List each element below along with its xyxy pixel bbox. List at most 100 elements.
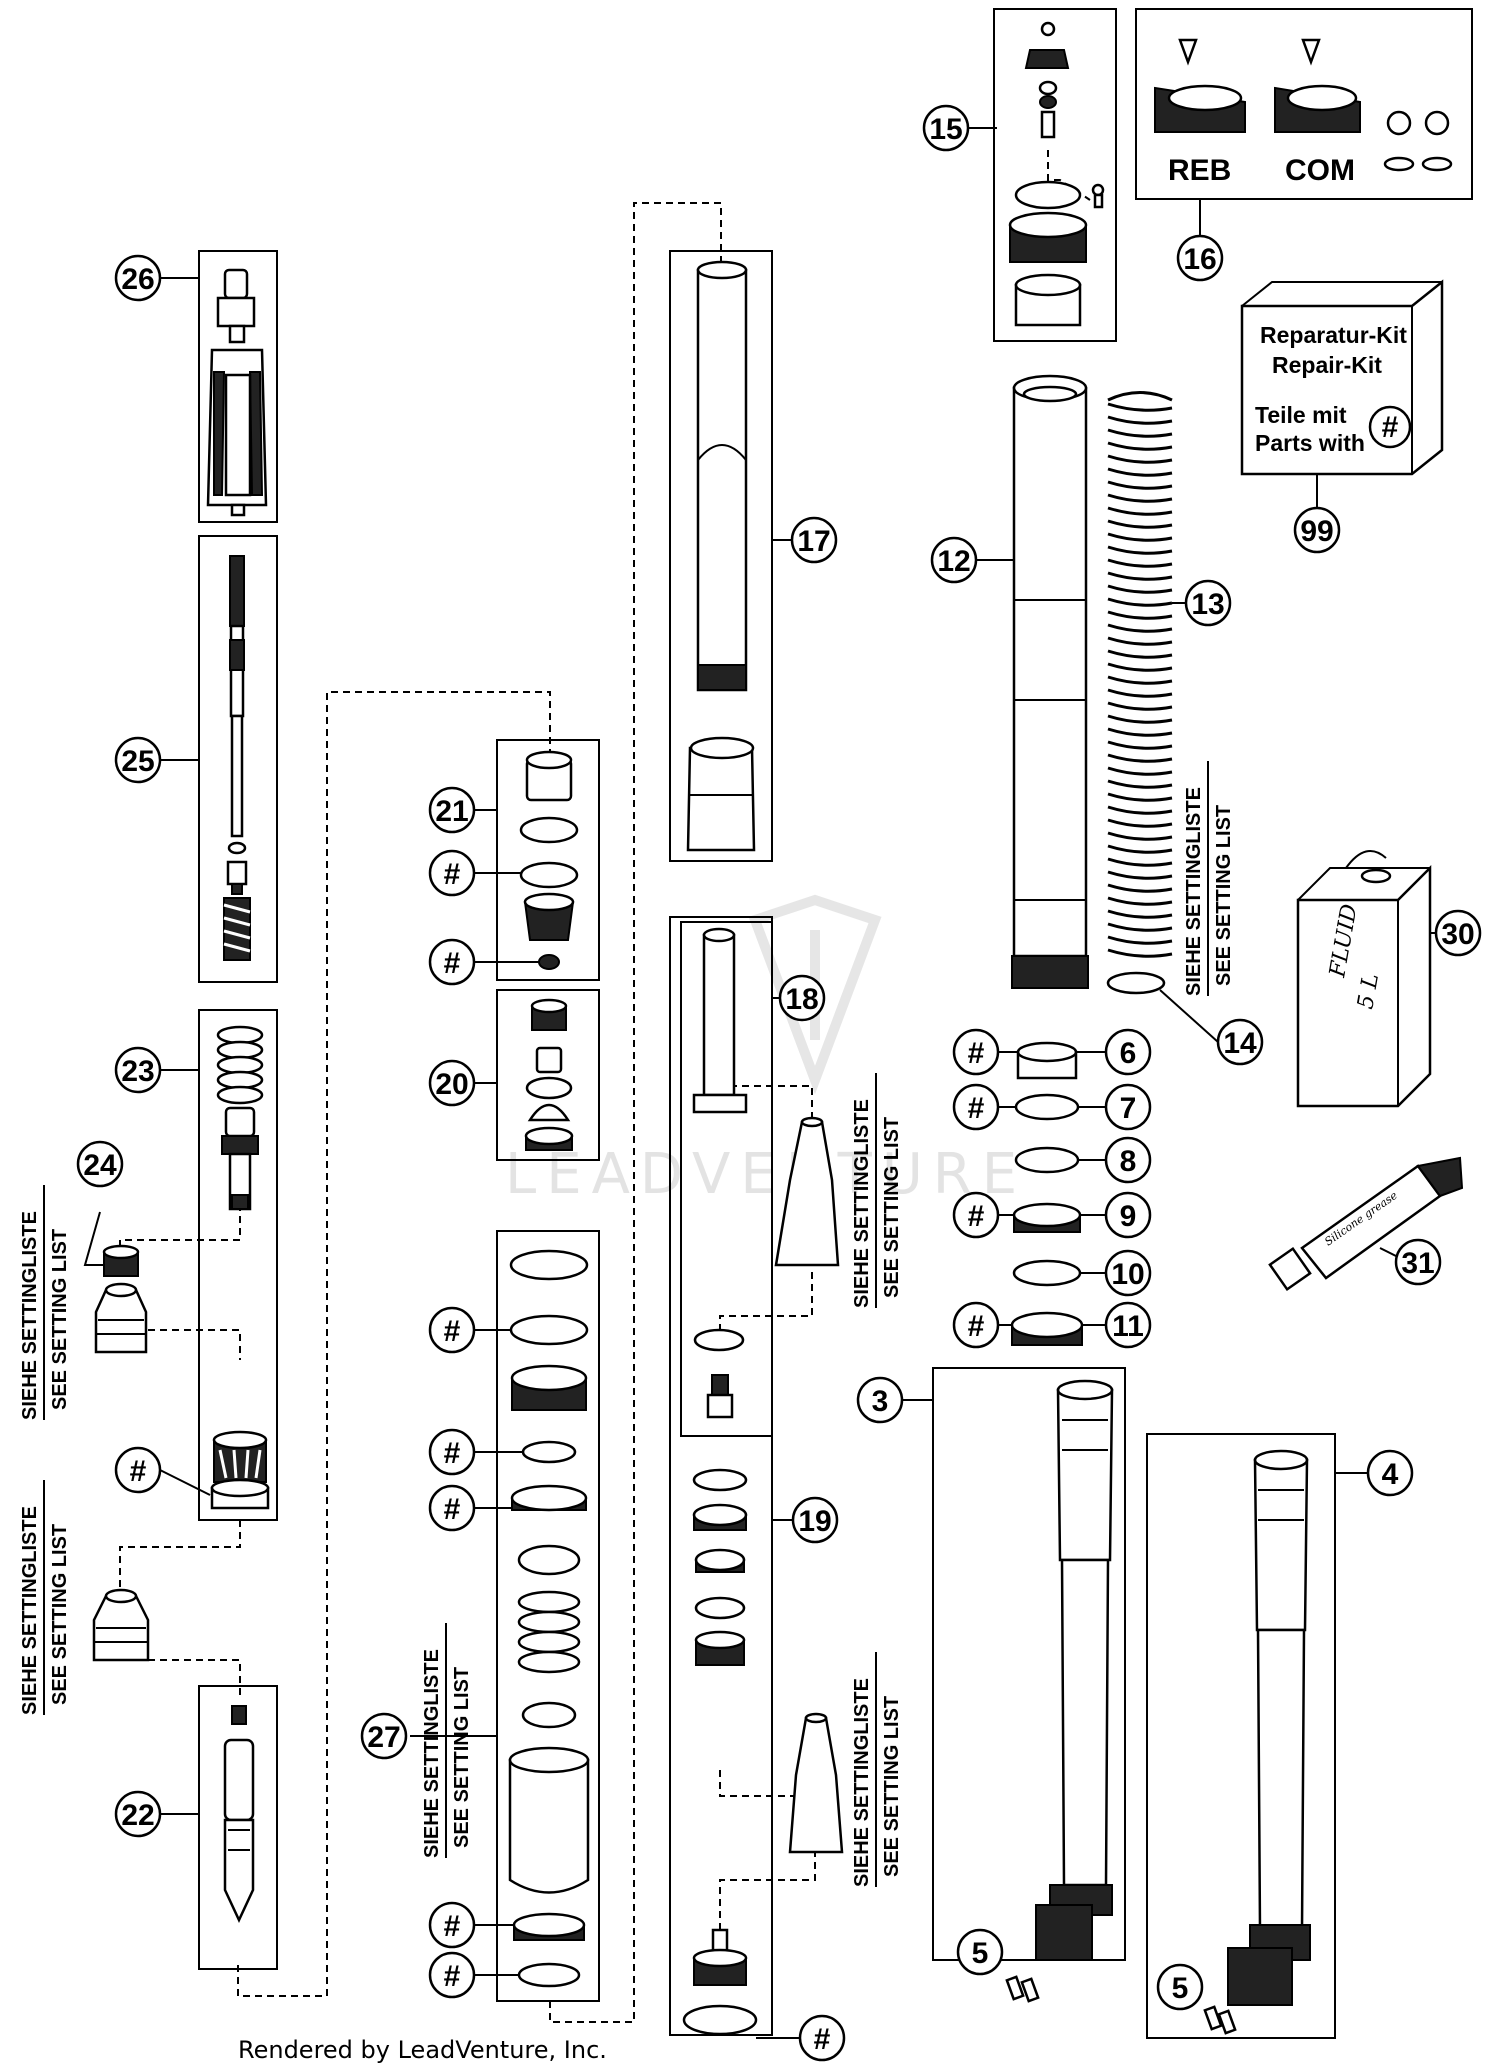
fluid-can-line2: 5 L	[1353, 972, 1384, 1011]
frame-21	[496, 739, 600, 981]
setting-en-5: SEE SETTING LIST	[881, 1696, 903, 1877]
svg-text:#: #	[444, 858, 461, 891]
svg-text:#: #	[444, 1960, 461, 1993]
part-13-spring	[1107, 391, 1173, 966]
callout-27: 27	[360, 1712, 408, 1760]
part-22-cartridge-pin	[223, 1705, 255, 1923]
callout-hash-9: #	[798, 2014, 846, 2062]
part-21-base-valve	[519, 750, 579, 970]
frame-18	[680, 921, 773, 1437]
spring-coil	[1107, 701, 1173, 711]
svg-text:17: 17	[797, 525, 830, 558]
svg-text:#: #	[444, 1493, 461, 1526]
setting-en-1: SEE SETTING LIST	[49, 1229, 71, 1410]
frame-16	[1135, 8, 1473, 200]
callout-hash-4: #	[428, 1306, 476, 1354]
setting-de-5: SIEHE SETTINGLISTE	[851, 1678, 873, 1887]
spring-coil	[1107, 753, 1173, 763]
spring-coil	[1107, 870, 1173, 880]
svg-text:25: 25	[121, 745, 154, 778]
spring-coil	[1107, 493, 1173, 503]
spring-coil	[1107, 714, 1173, 724]
callout-20: 20	[428, 1059, 476, 1107]
callout-hash-8: #	[428, 1951, 476, 1999]
svg-text:11: 11	[1112, 1310, 1144, 1343]
setting-de-3: SIEHE SETTINGLISTE	[421, 1649, 443, 1858]
repair-kit-symbol: #	[1382, 411, 1399, 444]
callout-99: 99	[1293, 506, 1341, 554]
spring-coil	[1107, 922, 1173, 932]
part-15-fork-cap	[1008, 21, 1105, 327]
repair-kit-line3: Teile mit	[1255, 402, 1347, 428]
callout-hash-2: #	[428, 849, 476, 897]
part-4-right-fork-leg	[1203, 1449, 1311, 2035]
spring-coil	[1107, 740, 1173, 750]
svg-text:15: 15	[929, 113, 962, 146]
spring-coils	[1107, 402, 1173, 958]
svg-text:31: 31	[1401, 1247, 1434, 1280]
frame-27	[496, 1230, 600, 2002]
callout-24: 24	[76, 1140, 124, 1188]
svg-text:10: 10	[1111, 1258, 1144, 1291]
svg-text:3: 3	[872, 1385, 889, 1418]
spring-coil	[1107, 597, 1173, 607]
frame-23-24	[198, 1009, 278, 1521]
svg-text:#: #	[130, 1455, 147, 1488]
callout-4: 4	[1366, 1449, 1414, 1497]
callout-11: 11	[1104, 1301, 1152, 1349]
spring-coil	[1107, 857, 1173, 867]
svg-text:4: 4	[1382, 1458, 1399, 1491]
callout-7: 7	[1104, 1083, 1152, 1131]
spring-coil	[1107, 948, 1173, 958]
setting-en-3: SEE SETTING LIST	[451, 1667, 473, 1848]
callout-5b: 5	[1156, 1963, 1204, 2011]
svg-text:22: 22	[121, 1799, 154, 1832]
part-26-tool	[206, 268, 268, 517]
spring-coil	[1107, 909, 1173, 919]
callout-23: 23	[114, 1046, 162, 1094]
callout-hash-7: #	[428, 1901, 476, 1949]
spring-coil	[1107, 519, 1173, 529]
svg-text:99: 99	[1300, 515, 1333, 548]
svg-text:12: 12	[937, 545, 970, 578]
spring-coil	[1107, 883, 1173, 893]
part-18-piston-rod	[692, 927, 840, 1419]
part-27-piston-stack	[508, 1249, 590, 1988]
svg-text:19: 19	[798, 1505, 831, 1538]
callout-6: 6	[1104, 1028, 1152, 1076]
spring-coil	[1107, 766, 1173, 776]
part-14-ring	[1106, 971, 1166, 995]
part-17-cartridge-tube	[686, 260, 756, 852]
svg-text:#: #	[444, 947, 461, 980]
svg-text:14: 14	[1223, 1027, 1257, 1060]
svg-text:13: 13	[1191, 588, 1224, 621]
spring-coil	[1107, 480, 1173, 490]
spring-coil	[1107, 792, 1173, 802]
callout-hash-11: #	[952, 1083, 1000, 1131]
spring-coil	[1107, 415, 1173, 425]
callout-25: 25	[114, 736, 162, 784]
footer-credit: Rendered by LeadVenture, Inc.	[238, 2036, 607, 2064]
spring-coil	[1107, 779, 1173, 789]
part-16-adjusters: REB COM	[1154, 38, 1453, 187]
part-24-valve	[94, 1244, 148, 1354]
spring-coil	[1107, 844, 1173, 854]
watermark-text: LEADVENTURE	[505, 1142, 1027, 1207]
svg-text:18: 18	[785, 983, 818, 1016]
spring-coil	[1107, 584, 1173, 594]
callout-12: 12	[930, 536, 978, 584]
callout-10: 10	[1104, 1249, 1152, 1297]
callout-9: 9	[1104, 1191, 1152, 1239]
callout-19: 19	[791, 1496, 839, 1544]
spring-coil	[1107, 558, 1173, 568]
spring-coil	[1107, 675, 1173, 685]
frame-26	[198, 250, 278, 523]
setting-en-6: SEE SETTING LIST	[1213, 805, 1235, 986]
svg-text:21: 21	[435, 795, 468, 828]
part-12-outer-tube	[1011, 374, 1089, 989]
callout-18: 18	[778, 974, 826, 1022]
adjuster-com-label: COM	[1285, 154, 1355, 187]
repair-kit-line2: Repair-Kit	[1272, 352, 1382, 378]
frame-20	[496, 989, 600, 1161]
setting-list-labels: SIEHE SETTINGLISTE SEE SETTING LIST SIEH…	[19, 761, 1235, 1887]
